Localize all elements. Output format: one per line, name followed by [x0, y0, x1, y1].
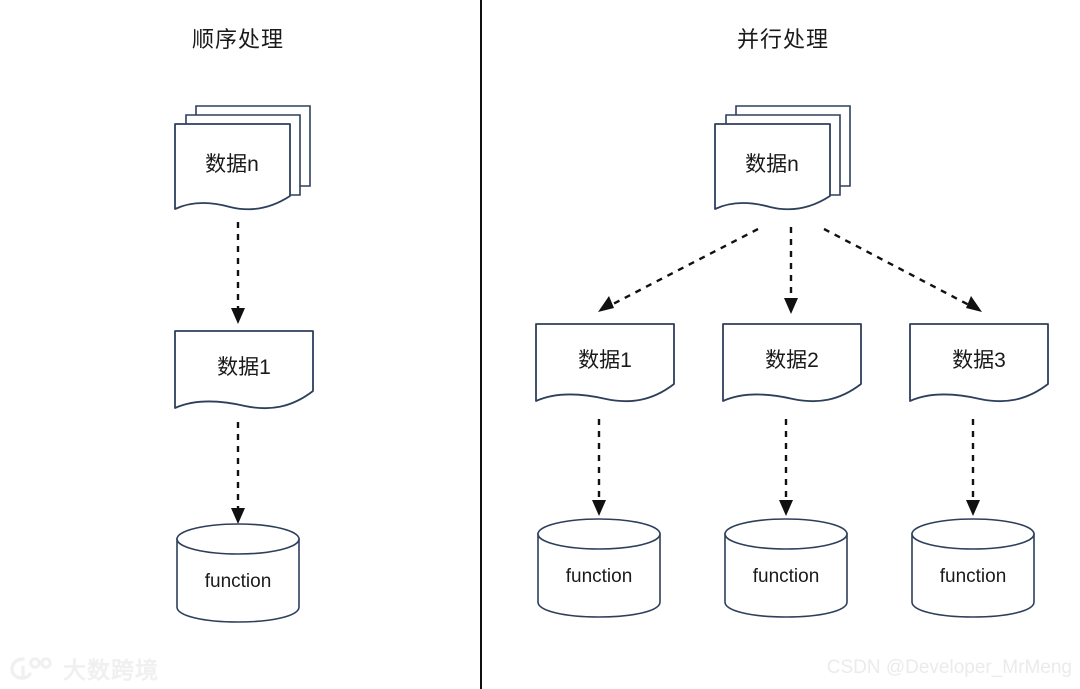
dashed-arrow-down-right-icon — [823, 227, 982, 312]
panel-title-parallel: 并行处理 — [736, 27, 830, 52]
document-icon — [174, 330, 314, 410]
node-par-data-2: 数据2 — [721, 322, 863, 404]
node-par-function-1: function — [536, 517, 662, 619]
edge-seq-data1-to-function — [213, 418, 263, 528]
stacked-document-icon — [714, 105, 851, 211]
document-icon — [909, 323, 1049, 403]
cylinder-icon — [911, 518, 1035, 618]
node-par-data-n: 数据n — [712, 92, 854, 214]
edge-group-par-fanout — [560, 212, 1020, 324]
cylinder-icon — [537, 518, 661, 618]
dashed-arrow-down-icon — [231, 222, 245, 324]
dashed-arrow-down-icon — [779, 419, 793, 516]
node-seq-data-1: 数据1 — [173, 329, 315, 411]
dashed-arrow-down-middle-icon — [784, 227, 798, 314]
brand-logo-icon — [10, 657, 52, 680]
edge-par-data2-to-function2 — [761, 415, 811, 520]
fanout-arrows — [598, 227, 982, 314]
panel-divider — [480, 0, 482, 689]
edge-par-data3-to-function3 — [948, 415, 998, 520]
panel-title-sequential: 顺序处理 — [191, 27, 285, 52]
edge-par-data1-to-function1 — [574, 415, 624, 520]
dashed-arrow-down-left-icon — [598, 227, 759, 312]
node-par-function-3: function — [910, 517, 1036, 619]
cylinder-icon — [176, 523, 300, 623]
node-seq-function: function — [175, 522, 301, 624]
dashed-arrow-down-icon — [592, 419, 606, 516]
cylinder-icon — [724, 518, 848, 618]
node-par-data-3: 数据3 — [908, 322, 1050, 404]
attribution-watermark: CSDN @Developer_MrMeng — [826, 657, 1072, 678]
document-icon — [722, 323, 862, 403]
node-par-function-2: function — [723, 517, 849, 619]
document-icon — [535, 323, 675, 403]
brand-watermark-text: 大数跨境 — [63, 657, 159, 683]
node-par-data-1: 数据1 — [534, 322, 676, 404]
dashed-arrow-down-icon — [231, 422, 245, 524]
dashed-arrow-down-icon — [966, 419, 980, 516]
node-seq-data-n: 数据n — [172, 92, 314, 214]
edge-seq-datan-to-data1 — [213, 218, 263, 328]
brand-watermark: 大数跨境 — [10, 651, 159, 685]
stacked-document-icon — [174, 105, 311, 211]
